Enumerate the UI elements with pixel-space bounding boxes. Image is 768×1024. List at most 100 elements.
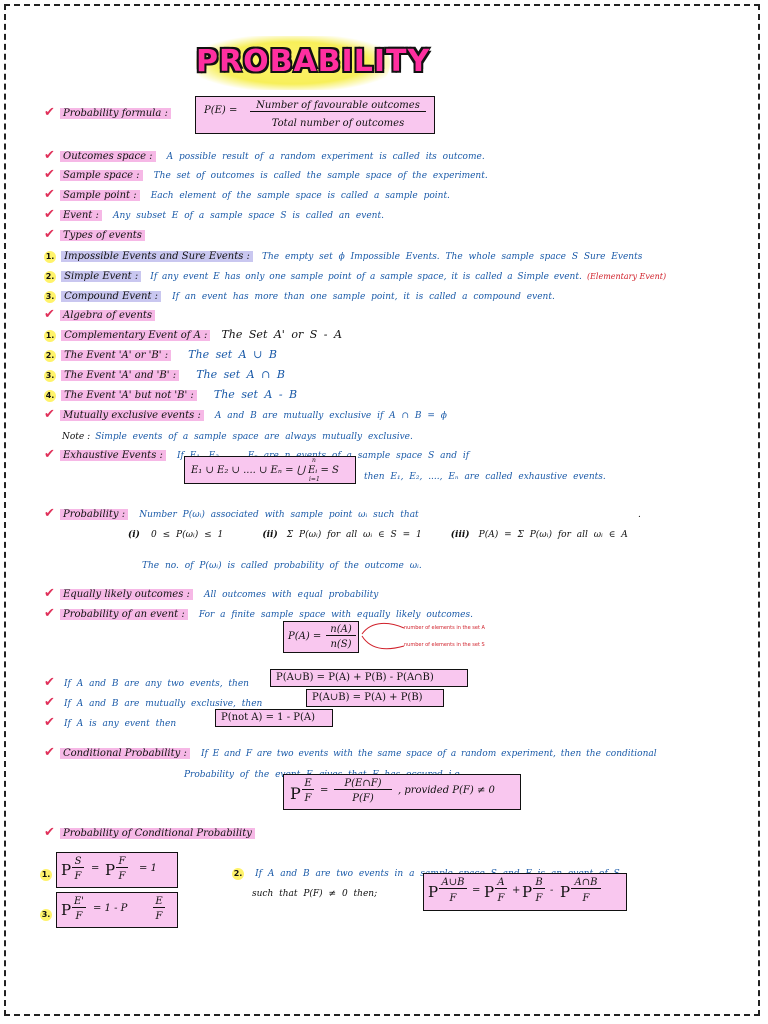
algebra-text: The set A ∩ B [196, 368, 285, 381]
trailing-dot: . [638, 502, 641, 521]
type-text: The empty set ϕ Impossible Events. The w… [262, 252, 643, 262]
check-icon: ✔ [44, 207, 55, 222]
formula-lhs: P(E) = [204, 105, 238, 116]
definition-text: Each element of the sample space is call… [150, 191, 450, 201]
cond1-text: 0 ≤ P(ωᵢ) ≤ 1 [151, 530, 224, 540]
cond-lhs-p: P [290, 784, 301, 803]
formula-row: ✔ Probability formula : [44, 101, 171, 120]
p3-a-num: E' [72, 896, 86, 908]
check-icon: ✔ [44, 675, 55, 690]
mutually-label: Mutually exclusive events : [60, 410, 204, 421]
rule-text: If A and B are any two events, then [64, 679, 249, 689]
probability-event-row: ✔ Probability of an event : For a finite… [44, 602, 473, 621]
page-title: PROBABILITY [196, 44, 431, 79]
type-label: Compound Event : [61, 291, 162, 302]
probability-note: The no. of P(ωᵢ) is called probability o… [142, 553, 422, 572]
check-icon: ✔ [44, 227, 55, 242]
equally-text: All outcomes with equal probability [204, 590, 379, 600]
algebra-text: The set A - B [213, 388, 298, 401]
p-symbol: P [522, 883, 533, 901]
rule-box-2: P(A∪B) = P(A) + P(B) [306, 689, 444, 707]
prob-event-num: n(A) [326, 624, 356, 636]
rule-box-3: P(not A) = 1 - P(A) [215, 709, 333, 727]
annotation-denominator: number of elements in the set S [404, 642, 485, 648]
item-number: 1. [44, 251, 56, 263]
p1-a-num: S [72, 856, 84, 868]
rule-row-2: ✔ If A and B are mutually exclusive, the… [44, 691, 262, 710]
cond-lhs-num: E [302, 778, 314, 790]
annotation-arrows [361, 623, 405, 650]
formula-box: P(E) = Number of favourable outcomes Tot… [195, 96, 435, 134]
exhaustive-after-text: then E₁, E₂, ...., Eₙ are called exhaust… [364, 472, 606, 482]
definition-text: Any subset E of a sample space S is call… [112, 211, 384, 221]
property-2-text2: such that P(F) ≠ 0 then; [252, 881, 377, 900]
p3-b-den: F [155, 911, 163, 922]
definition-sample-space: ✔ Sample space : The set of outcomes is … [44, 163, 488, 182]
p2-text2-content: such that P(F) ≠ 0 then; [252, 889, 378, 899]
algebra-item-but-not: 4. The Event 'A' but not 'B' : The set A… [44, 383, 297, 402]
rule-row-3: ✔ If A is any event then [44, 711, 176, 730]
cond-den: P(F) [352, 793, 374, 804]
algebra-label: Complementary Event of A : [61, 330, 211, 341]
cond2-text: Σ P(ωᵢ) for all ωᵢ ∈ S = 1 [286, 530, 422, 540]
mutually-note: Note : Simple events of a sample space a… [62, 424, 413, 443]
algebra-heading: Algebra of events [60, 310, 156, 321]
definition-label: Sample space : [60, 170, 143, 181]
note-text: Simple events of a sample space are alwa… [95, 432, 413, 442]
prob-event-box: P(A) = n(A) n(S) [283, 621, 359, 653]
p2-a-num: A∪B [439, 877, 467, 889]
conditional-row: ✔ Conditional Probability : If E and F a… [44, 741, 657, 760]
property-2-box: P A∪B F = P A F + P B F - P A∩B F [423, 873, 627, 911]
check-icon: ✔ [44, 447, 55, 462]
check-icon: ✔ [44, 506, 55, 521]
item-number: 2. [232, 868, 244, 880]
formula-numerator: Number of favourable outcomes [250, 100, 426, 112]
p3-b-num: E [153, 896, 165, 908]
formula-denominator: Total number of outcomes [271, 118, 405, 129]
p2-a-den: F [449, 893, 457, 904]
p1-a-den: F [74, 871, 82, 882]
algebra-heading-row: ✔ Algebra of events [44, 303, 156, 322]
check-icon: ✔ [44, 105, 55, 120]
conditional-box: P E F = P(E∩F) P(F) , provided P(F) ≠ 0 [283, 774, 521, 810]
p-symbol: P [428, 883, 439, 901]
p2-c-num: B [533, 877, 545, 889]
type-item-compound: 3. Compound Event : If an event has more… [44, 284, 555, 303]
cond-prob-heading-row: ✔ Probability of Conditional Probability [44, 821, 255, 840]
p-symbol: P [484, 883, 495, 901]
property-1-box: P S F = P F F = 1 [56, 852, 178, 888]
algebra-item-complement: 1. Complementary Event of A : The Set A'… [44, 323, 342, 342]
union-upper-limit: n [312, 457, 316, 464]
annotation-numerator: number of elements in the set A [404, 625, 485, 631]
plus-sign: + [512, 885, 521, 896]
item-number: 2. [44, 271, 56, 283]
probability-note-text: The no. of P(ωᵢ) is called probability o… [142, 561, 422, 571]
cond3-text: P(A) = Σ P(ωᵢ) for all ωᵢ ∈ A [478, 530, 628, 540]
algebra-text: The Set A' or S - A [221, 328, 342, 341]
p-symbol: P [61, 861, 72, 879]
cond-prob-heading: Probability of Conditional Probability [60, 828, 255, 839]
equals-sign: = [472, 885, 481, 896]
p2-d-den: F [582, 893, 590, 904]
p2-b-num: A [495, 877, 507, 889]
algebra-item-and: 3. The Event 'A' and 'B' : The set A ∩ B [44, 363, 285, 382]
check-icon: ✔ [44, 148, 55, 163]
prob-event-label: Probability of an event : [60, 609, 188, 620]
conditional-label: Conditional Probability : [60, 748, 190, 759]
definition-text: A possible result of a random experiment… [166, 152, 485, 162]
p1-b-den: F [118, 871, 126, 882]
definition-label: Outcomes space : [60, 151, 156, 162]
p2-b-den: F [497, 893, 505, 904]
definition-label: Sample point : [60, 190, 140, 201]
mutually-exclusive-row: ✔ Mutually exclusive events : A and B ar… [44, 403, 447, 422]
p1-end: = 1 [139, 863, 157, 874]
item-number: 3. [44, 291, 56, 303]
rule-box-1: P(A∪B) = P(A) + P(B) - P(A∩B) [270, 669, 468, 687]
p2-d-num: A∩B [571, 877, 601, 889]
check-icon: ✔ [44, 167, 55, 182]
check-icon: ✔ [44, 715, 55, 730]
note-label: Note : [62, 432, 91, 442]
definition-event: ✔ Event : Any subset E of a sample space… [44, 203, 384, 222]
item-number: 1. [40, 869, 52, 881]
property-3-box: P E' F = 1 - P E F [56, 892, 178, 928]
